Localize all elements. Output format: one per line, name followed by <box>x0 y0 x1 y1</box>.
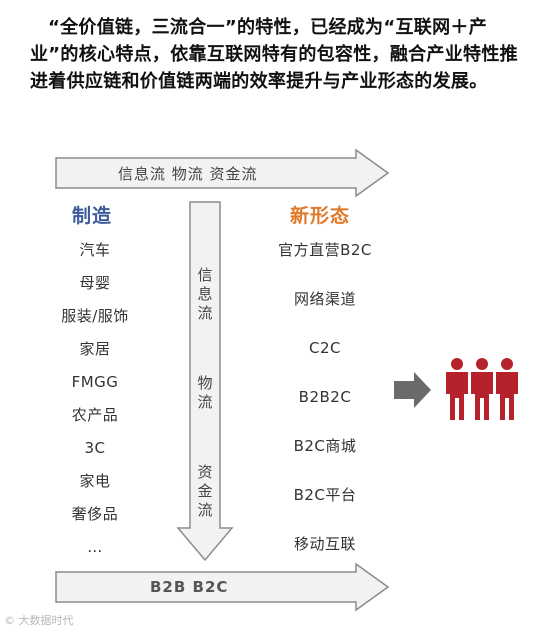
list-item: 3C <box>84 439 106 457</box>
vertical-flow-label-capital: 资金流 <box>197 463 213 519</box>
list-item: 服装/服饰 <box>61 307 129 325</box>
top-flow-arrow <box>55 148 390 198</box>
list-item: 家居 <box>79 340 111 358</box>
solid-right-arrow-icon <box>394 372 431 408</box>
vertical-flow-label-info: 信息流 <box>197 266 213 322</box>
manufacturing-list: 汽车 母婴 服装/服饰 家居 FMGG 农产品 3C 家电 奢侈品 … <box>40 234 150 564</box>
list-item: 母婴 <box>79 274 111 292</box>
list-item: B2C商城 <box>293 437 357 455</box>
right-column-title: 新形态 <box>290 205 351 227</box>
list-item: 家电 <box>79 472 111 490</box>
new-form-list: 官方直营B2C 网络渠道 C2C B2B2C B2C商城 B2C平台 移动互联 <box>260 234 390 577</box>
list-item: 奢侈品 <box>71 505 119 523</box>
person-icon <box>471 358 493 420</box>
people-group-icon <box>446 358 518 420</box>
vertical-flow-arrow <box>176 201 234 562</box>
list-item: 农产品 <box>71 406 119 424</box>
list-item: 网络渠道 <box>293 290 356 308</box>
list-item: 移动互联 <box>293 535 356 553</box>
vertical-flow-label-logistics: 物流 <box>197 374 213 411</box>
list-item: B2B2C <box>298 388 352 406</box>
list-item: C2C <box>309 339 341 357</box>
person-icon <box>446 358 468 420</box>
bottom-flow-arrow <box>55 562 390 612</box>
list-item: … <box>87 538 103 556</box>
intro-paragraph: “全价值链，三流合一”的特性，已经成为“互联网＋产业”的核心特点，依靠互联网特有… <box>30 17 518 92</box>
person-icon <box>496 358 518 420</box>
list-item: 官方直营B2C <box>278 241 372 259</box>
list-item: 汽车 <box>79 241 111 259</box>
left-column-title: 制造 <box>72 205 113 227</box>
bottom-flow-label: B2B B2C <box>150 578 229 596</box>
watermark: © 大数据时代 <box>4 614 74 627</box>
list-item: B2C平台 <box>293 486 357 504</box>
list-item: FMGG <box>71 373 119 391</box>
top-flow-label: 信息流 物流 资金流 <box>118 165 258 183</box>
